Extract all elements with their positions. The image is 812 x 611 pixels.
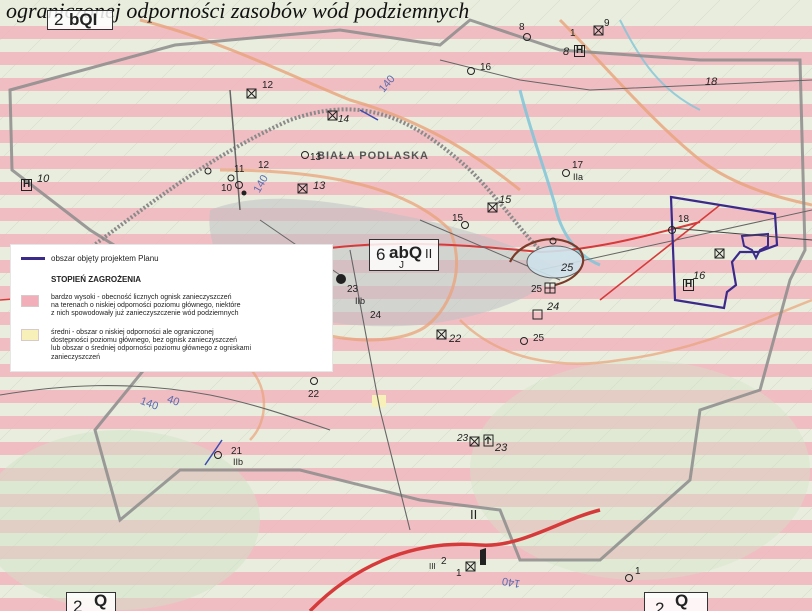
sheet-label: 6 abQ II J — [369, 239, 439, 271]
map-number: 10 — [221, 183, 233, 194]
sheet-label: 2 Q — [66, 591, 116, 611]
map-legend: obszar objęty projektem Planu STOPIEŃ ZA… — [11, 245, 332, 371]
map-number: 18 — [678, 214, 690, 225]
map-number: IIb — [233, 457, 244, 467]
map-number: 1 — [456, 568, 462, 579]
map-number: 9 — [604, 18, 610, 29]
sheet-label: 2 Q — [644, 591, 708, 611]
map-number: 12 — [258, 160, 270, 171]
map-number: 24 — [547, 301, 560, 313]
map-number: 1 — [635, 566, 641, 577]
map-number: 25 — [561, 262, 574, 274]
map-number: 8 — [563, 46, 570, 58]
legend-title: STOPIEŃ ZAGROŻENIA — [51, 275, 142, 284]
main-road — [308, 508, 601, 611]
map-number: 25 — [531, 284, 543, 295]
sheet-label: 2 bQI — [47, 10, 113, 30]
map-number: 23 — [347, 284, 359, 295]
map-number: 15 — [499, 194, 512, 206]
legend-medium-text: średni - obszar o niskiej odporności ale… — [51, 329, 252, 361]
map-number: 22 — [449, 333, 462, 345]
map-number: IIa — [573, 172, 584, 182]
map-number: 16 — [693, 270, 706, 282]
map-number: 23 — [457, 433, 469, 444]
map-number: 13 — [310, 152, 322, 163]
map-number: III — [429, 562, 436, 571]
map-number: II — [470, 507, 478, 522]
map-number: 15 — [452, 213, 464, 224]
map-number: 24 — [370, 310, 382, 321]
legend-high-text: bardzo wysoki - obecność licznych ognisk… — [51, 294, 241, 318]
place-name: BIAŁA PODLASKA — [317, 150, 429, 162]
map-number: IIb — [355, 296, 366, 306]
map-number: 23 — [495, 442, 508, 454]
map-number: 12 — [262, 80, 274, 91]
medium-threat-swatch — [21, 329, 39, 341]
map-number: 1 — [570, 28, 576, 39]
map-number: 22 — [308, 389, 320, 400]
map-number: 8 — [519, 22, 525, 33]
plan-boundary-swatch — [21, 257, 45, 260]
map-number: 13 — [313, 180, 326, 192]
river — [518, 89, 601, 267]
map-number: 16 — [480, 62, 492, 73]
map-caption: ograniczonej odporności zasobów wód podz… — [6, 0, 470, 23]
legend-boundary-label: obszar objęty projektem Planu — [51, 254, 159, 263]
map-number: 11 — [234, 164, 245, 175]
map-number: 21 — [231, 446, 243, 457]
map-number: 10 — [37, 173, 50, 185]
map-number: 25 — [533, 333, 545, 344]
well-symbol-icon: H — [21, 179, 33, 191]
map-number: 18 — [705, 76, 718, 88]
high-threat-swatch — [21, 295, 39, 307]
plan-boundary — [669, 195, 779, 310]
well-symbol-icon: H — [574, 45, 586, 57]
map-number: 2 — [441, 556, 447, 567]
medium-zone-patch — [372, 395, 386, 407]
well-symbol-icon: H — [683, 279, 695, 291]
map-number: 14 — [338, 114, 350, 125]
map-number: 17 — [572, 160, 584, 171]
